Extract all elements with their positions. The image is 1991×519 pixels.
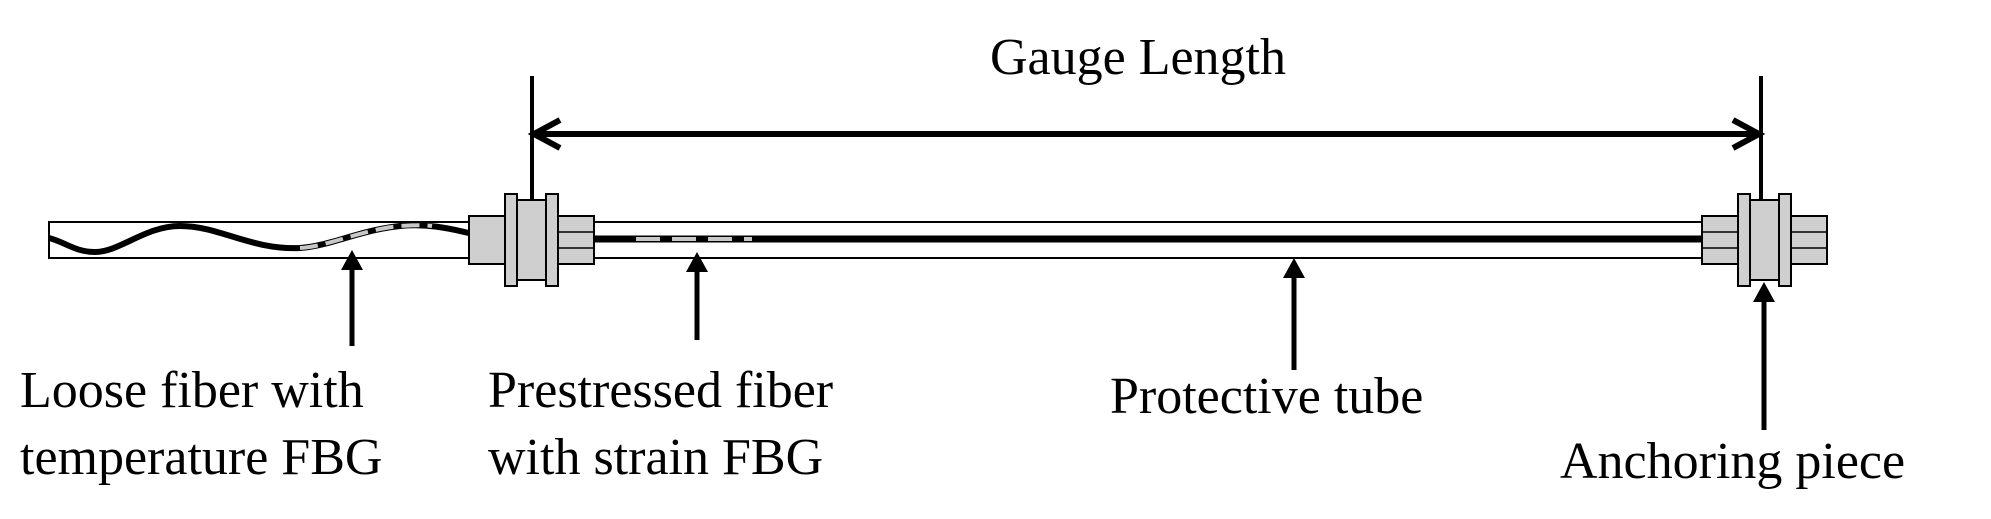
protective-tube-pointer-head — [1283, 258, 1305, 278]
gauge-arrowhead-left — [527, 117, 562, 151]
strain-fbg-pointer-head — [686, 252, 708, 272]
loose-fiber — [48, 222, 470, 256]
anchoring-piece-label: Anchoring piece — [1560, 433, 1905, 490]
gauge-length-label: Gauge Length — [990, 29, 1286, 86]
loose-fiber-label-line1: Loose fiber with — [20, 362, 364, 419]
gauge-arrowhead-right — [1731, 117, 1766, 151]
loose-fiber-label-line2: temperature FBG — [20, 429, 382, 486]
prestressed-fiber-label-line1: Prestressed fiber — [488, 362, 833, 419]
prestressed-fiber-label-line2: with strain FBG — [488, 429, 823, 486]
protective-tube-label: Protective tube — [1110, 368, 1423, 425]
loose-fiber-pointer-head — [341, 250, 363, 270]
left-anchoring-piece — [468, 193, 595, 287]
right-anchoring-piece — [1701, 193, 1828, 287]
anchoring-piece-pointer-head — [1753, 282, 1775, 302]
